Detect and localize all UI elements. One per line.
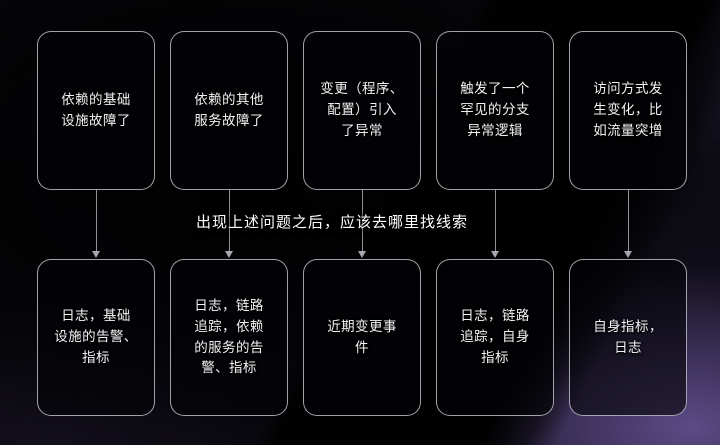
connector-arrowhead-2 — [224, 251, 233, 258]
connector-arrowhead-3 — [357, 251, 366, 258]
clue-node-5[interactable]: 自身指标， 日志 — [569, 259, 687, 416]
cause-node-2-label: 依赖的其他 服务故障了 — [194, 91, 264, 128]
connector-line-3 — [362, 190, 363, 252]
connector-line-2 — [229, 190, 230, 252]
cause-node-4-label: 触发了一个 罕见的分支 异常逻辑 — [460, 81, 530, 138]
clue-node-4-label: 日志，链路 追踪，自身 指标 — [460, 308, 530, 365]
connector-line-5 — [628, 190, 629, 252]
connector-line-1 — [96, 190, 97, 252]
clue-node-3[interactable]: 近期变更事 件 — [303, 259, 421, 416]
connector-line-4 — [495, 190, 496, 252]
cause-node-5[interactable]: 访问方式发 生变化，比 如流量突增 — [569, 31, 687, 190]
cause-node-2[interactable]: 依赖的其他 服务故障了 — [170, 31, 288, 190]
center-caption: 出现上述问题之后，应该去哪里找线索 — [196, 214, 469, 231]
connector-arrowhead-1 — [91, 251, 100, 258]
clue-node-1-label: 日志，基础 设施的告警、 指标 — [54, 308, 138, 365]
connector-arrowhead-5 — [623, 251, 632, 258]
cause-node-5-label: 访问方式发 生变化，比 如流量突增 — [593, 81, 663, 138]
clue-node-4[interactable]: 日志，链路 追踪，自身 指标 — [436, 259, 554, 416]
clue-node-5-label: 自身指标， 日志 — [593, 318, 663, 355]
clue-node-3-label: 近期变更事 件 — [327, 318, 397, 355]
cause-node-3-label: 变更（程序、 配置）引入 了异常 — [320, 81, 404, 138]
connector-arrowhead-4 — [490, 251, 499, 258]
cause-node-4[interactable]: 触发了一个 罕见的分支 异常逻辑 — [436, 31, 554, 190]
cause-node-3[interactable]: 变更（程序、 配置）引入 了异常 — [303, 31, 421, 190]
clue-node-2[interactable]: 日志，链路 追踪，依赖 的服务的告 警、指标 — [170, 259, 288, 416]
cause-node-1[interactable]: 依赖的基础 设施故障了 — [37, 31, 155, 190]
clue-node-2-label: 日志，链路 追踪，依赖 的服务的告 警、指标 — [194, 297, 264, 376]
clue-node-1[interactable]: 日志，基础 设施的告警、 指标 — [37, 259, 155, 416]
cause-node-1-label: 依赖的基础 设施故障了 — [61, 91, 131, 128]
